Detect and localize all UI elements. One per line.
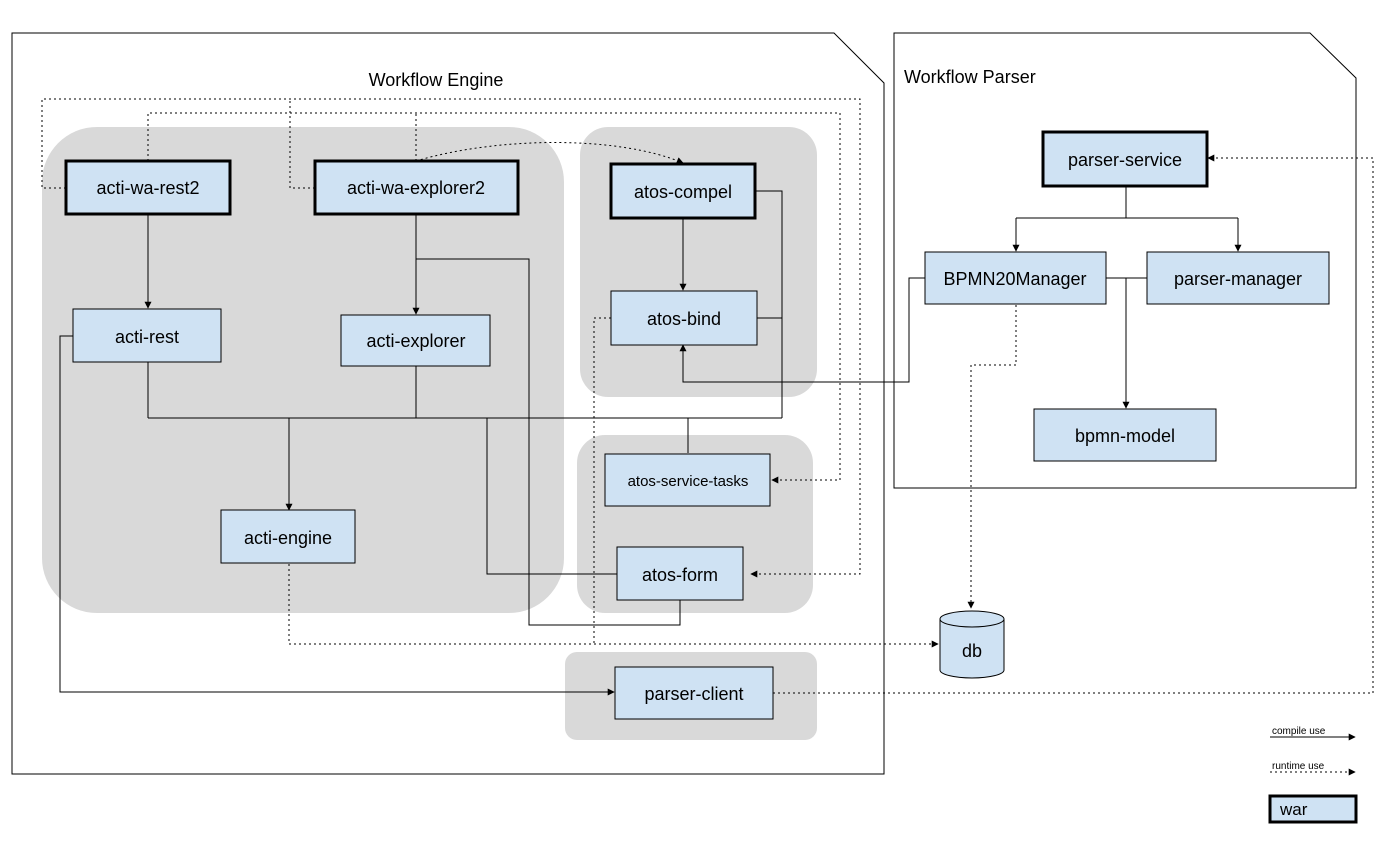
parser-package-title: Workflow Parser [904, 67, 1036, 87]
node-bpmn20manager[interactable]: BPMN20Manager [924, 251, 1107, 305]
node-parser-service[interactable]: parser-service [1041, 130, 1209, 188]
edge-rest-to-client [59, 335, 615, 696]
legend-compile-label: compile use [1272, 726, 1326, 737]
legend-runtime-label: runtime use [1272, 761, 1325, 772]
node-label: BPMN20Manager [943, 269, 1086, 289]
edge-rest2-to-form [41, 98, 861, 578]
legend-war-label: war [1279, 800, 1308, 819]
edge-manager-to-bind [679, 277, 925, 383]
node-parser-manager[interactable]: parser-manager [1146, 251, 1330, 305]
node-label: db [962, 641, 982, 661]
edge-compel-to-bus [755, 190, 783, 418]
edge-client-to-service [773, 154, 1374, 694]
compile-edges [59, 186, 1242, 696]
node-acti-wa-explorer2[interactable]: acti-wa-explorer2 [313, 159, 520, 216]
node-label: acti-explorer [366, 331, 465, 351]
node-label: bpmn-model [1075, 426, 1175, 446]
node-atos-bind[interactable]: atos-bind [610, 290, 758, 346]
node-db[interactable]: db [939, 610, 1005, 679]
node-label: atos-service-tasks [628, 473, 749, 490]
node-acti-explorer[interactable]: acti-explorer [340, 314, 491, 367]
edge-manager-to-db [967, 305, 1017, 609]
node-label: acti-rest [115, 327, 179, 347]
node-label: atos-form [642, 565, 718, 585]
node-acti-engine[interactable]: acti-engine [220, 509, 356, 564]
edge-bind-to-db [593, 317, 611, 644]
legend-war-box [1268, 794, 1358, 824]
legend: compile use runtime use war [1268, 726, 1358, 824]
node-label: atos-bind [647, 309, 721, 329]
node-atos-form[interactable]: atos-form [616, 546, 744, 601]
workflow-parser-package [893, 32, 1357, 489]
node-label: parser-manager [1174, 269, 1302, 289]
edge-explorer2-to-form [289, 99, 315, 189]
node-label: acti-wa-explorer2 [347, 178, 485, 198]
edge-explorer2-to-form [416, 258, 681, 626]
node-label: acti-engine [244, 528, 332, 548]
node-label: acti-wa-rest2 [96, 178, 199, 198]
node-atos-service-tasks[interactable]: atos-service-tasks [604, 453, 771, 507]
node-label: parser-service [1068, 150, 1182, 170]
node-atos-compel[interactable]: atos-compel [609, 162, 757, 220]
node-parser-client[interactable]: parser-client [614, 666, 774, 720]
node-label: atos-compel [634, 182, 732, 202]
node-acti-rest[interactable]: acti-rest [72, 308, 222, 363]
node-acti-wa-rest2[interactable]: acti-wa-rest2 [64, 159, 232, 216]
edge-bus-to-form [486, 418, 617, 575]
edge-engine-to-db [288, 564, 939, 648]
engine-package-title: Workflow Engine [369, 70, 504, 90]
node-bpmn-model[interactable]: bpmn-model [1033, 408, 1217, 462]
edge-rest2-to-service-tasks [147, 112, 841, 484]
activiti-group [42, 127, 564, 613]
runtime-edges [41, 98, 1374, 694]
node-label: parser-client [644, 684, 743, 704]
